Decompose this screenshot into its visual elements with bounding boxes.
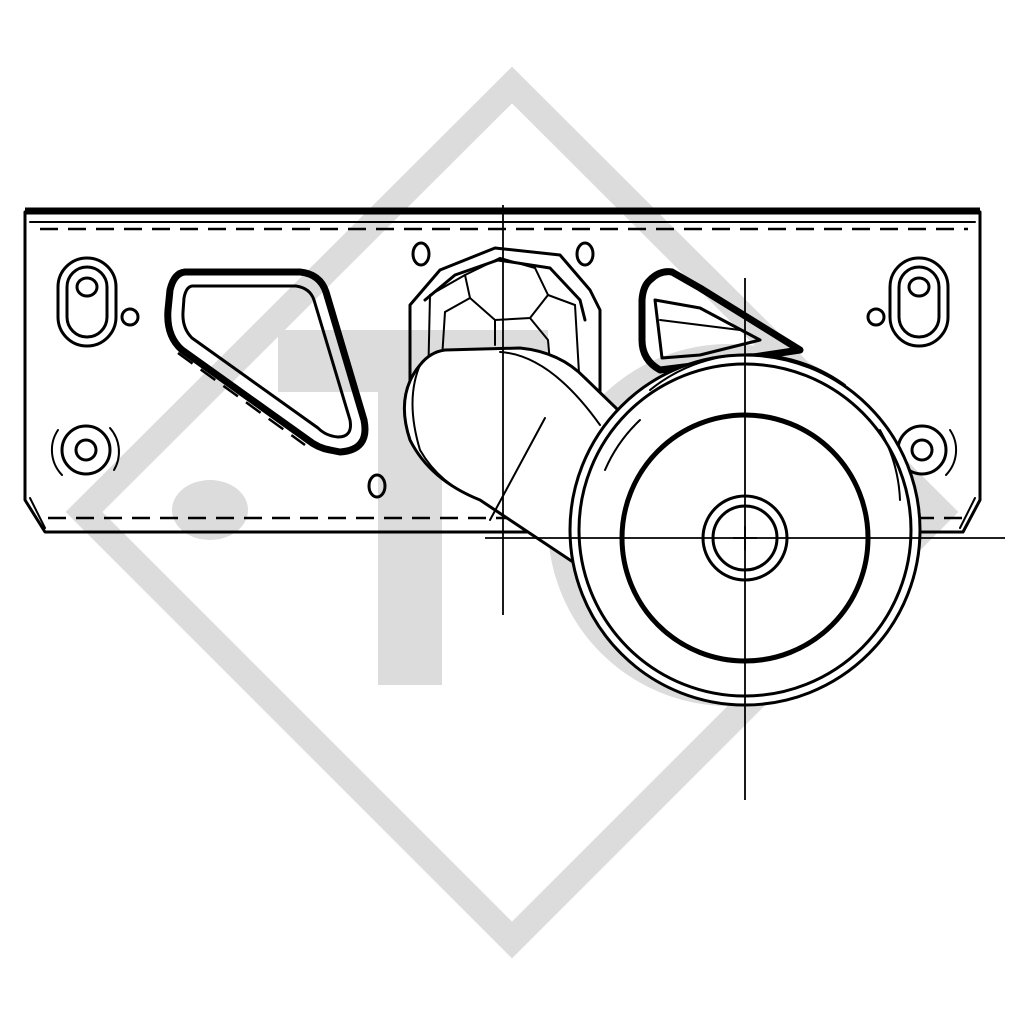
right-slot-inner xyxy=(897,265,941,339)
wheel-tread-3 xyxy=(879,429,901,501)
left-bolt-arc xyxy=(50,429,63,476)
right-cutout-line xyxy=(659,319,741,331)
hex-rib-4 xyxy=(547,294,581,391)
triangle-inner xyxy=(181,284,352,439)
left-small-hole xyxy=(120,307,140,327)
wheel-tread-1 xyxy=(649,353,846,391)
triangle-hidden-2 xyxy=(326,292,364,409)
centre-lines xyxy=(485,205,1005,800)
left-slot-inner xyxy=(65,265,109,339)
arm-chamfer xyxy=(489,417,546,521)
right-upper-cutout xyxy=(638,268,804,374)
right-bolt-hole xyxy=(910,438,934,462)
left-bolt-boss xyxy=(60,424,112,476)
hex-face xyxy=(463,256,550,322)
wheel-tread-2 xyxy=(604,419,641,471)
center-hole-top-right xyxy=(575,241,595,267)
right-slot-outer xyxy=(888,256,950,348)
left-slot-hole xyxy=(75,276,99,298)
arm-housing xyxy=(408,246,602,402)
arm-shade-edge xyxy=(411,364,481,501)
right-cutout-outer xyxy=(638,268,804,374)
plate-bend-right xyxy=(959,497,976,529)
left-bolt-arc-2 xyxy=(109,427,120,471)
center-hole-bottom xyxy=(367,473,387,499)
left-triangle-cutout xyxy=(164,268,369,456)
triangle-outer xyxy=(164,268,369,456)
watermark-left-mark xyxy=(172,480,248,540)
housing-outline xyxy=(408,246,602,402)
left-slot-outer xyxy=(56,256,118,348)
center-hole-top-left xyxy=(411,241,431,267)
housing-inner xyxy=(423,258,587,322)
left-fixings xyxy=(50,256,140,476)
right-bolt-arc xyxy=(945,429,958,476)
right-slot-hole xyxy=(907,276,931,298)
plate-bend-left xyxy=(29,497,46,529)
right-cutout-arm xyxy=(653,298,762,360)
arm-inner-line xyxy=(499,351,601,426)
right-fixings xyxy=(866,256,958,476)
left-bolt-hole xyxy=(74,438,98,462)
right-small-hole xyxy=(866,307,886,327)
